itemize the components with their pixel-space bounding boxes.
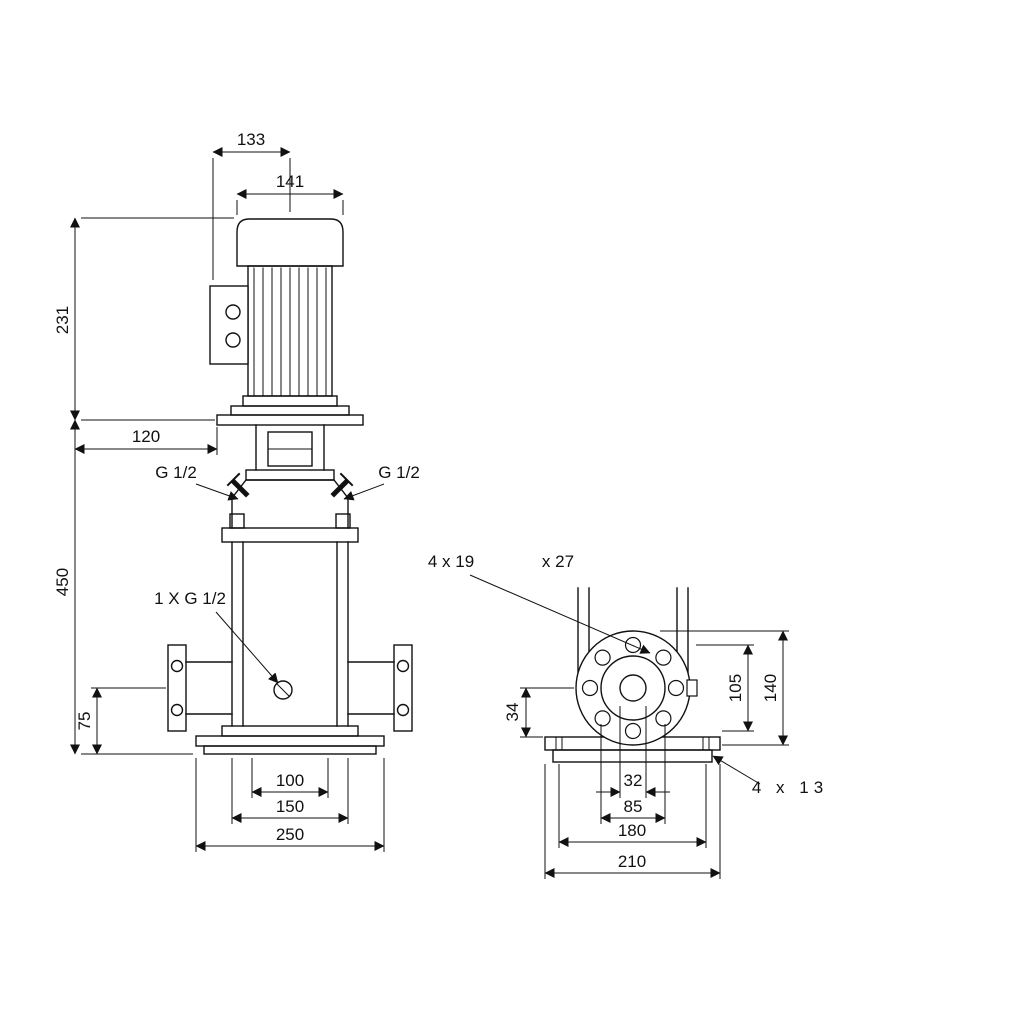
side-column (577, 587, 689, 691)
pump-head (231, 479, 349, 529)
flange-bolt-hole (396, 659, 410, 673)
leader-base-holes (712, 755, 761, 785)
dim-label-150: 150 (276, 797, 304, 816)
side-plug-tab (686, 679, 698, 697)
motor-flange-step2 (230, 405, 350, 416)
side-view-pump-outline (544, 587, 721, 763)
ext-lines-141 (236, 200, 344, 215)
ext-lines-32 (619, 706, 647, 798)
motor-fins (253, 267, 327, 397)
dim-label-231: 231 (53, 306, 72, 334)
dim-label-133: 133 (237, 130, 265, 149)
bolt-hole (594, 710, 611, 727)
bolt-hole (667, 679, 685, 697)
dim-label-180: 180 (618, 821, 646, 840)
side-view-dimensions (469, 574, 789, 879)
bolt-hole (594, 649, 611, 666)
gauge-plug-left (230, 478, 250, 498)
dim-label-105: 105 (726, 674, 745, 702)
lantern-sides (255, 424, 325, 471)
bolt-hole (624, 722, 642, 740)
ext-lines-250 (195, 758, 385, 852)
port-flange-left (167, 644, 187, 732)
dim-label-450: 450 (53, 568, 72, 596)
side-base-foot (552, 749, 713, 763)
label-g12-right: G 1/2 (378, 463, 420, 482)
port-neck-left (185, 661, 233, 715)
motor-flange-step1 (242, 395, 338, 407)
bolt-hole (655, 649, 672, 666)
side-base-hole-right (702, 737, 710, 750)
bolt-hole (655, 710, 672, 727)
dim-label-120: 120 (132, 427, 160, 446)
front-view-pump-outline (167, 218, 413, 755)
chamber-bottom-flange (221, 725, 359, 737)
leader-flange-holes (469, 574, 651, 654)
front-view-labels: 133 141 231 450 120 G 1/2 G 1/2 1 X G 1/… (53, 130, 420, 844)
gauge-plug-left-head (226, 472, 241, 487)
side-base-hole-left (555, 737, 563, 750)
motor-cap (236, 218, 344, 267)
label-drain-port: 1 X G 1/2 (154, 589, 226, 608)
ext-lines-140 (660, 630, 789, 746)
port-flange-right (393, 644, 413, 732)
dim-label-85: 85 (624, 797, 643, 816)
ext-lines-210 (544, 764, 721, 879)
flange-raised-face (600, 655, 666, 721)
cable-entry-bottom (225, 332, 241, 348)
label-base-holes: 4 x 13 (752, 778, 828, 797)
dim-label-210: 210 (618, 852, 646, 871)
head-flange (221, 527, 359, 543)
flange-outer-circle (575, 630, 691, 746)
flange-bolt-hole (396, 703, 410, 717)
dim-label-140: 140 (761, 674, 780, 702)
dim-label-34: 34 (503, 703, 522, 722)
flange-bolt-hole (170, 659, 184, 673)
drain-plug-slot (276, 683, 290, 697)
label-flange-holes-depth: x 27 (542, 552, 574, 571)
gauge-plug-right (330, 478, 350, 498)
staybolt-nut-left (229, 513, 245, 529)
dim-label-75: 75 (75, 712, 94, 731)
leader-g12-right (343, 483, 385, 501)
flange-bore (619, 674, 647, 702)
ext-lines-180 (558, 764, 707, 848)
base-foot (203, 745, 377, 755)
port-neck-right (347, 661, 395, 715)
front-view-dimensions (70, 147, 385, 852)
dim-label-250: 250 (276, 825, 304, 844)
leader-g12-left (195, 483, 239, 501)
flange-bolt-holes (581, 636, 685, 740)
ext-lines-34 (520, 687, 574, 738)
flange-bolt-hole (170, 703, 184, 717)
ext-lines-85 (600, 724, 666, 824)
staybolt-nut-right (335, 513, 351, 529)
base-plate (195, 735, 385, 747)
label-flange-holes: 4 x 19 (428, 552, 474, 571)
dim-label-141: 141 (276, 172, 304, 191)
motor-stool-plate (216, 414, 364, 426)
ext-lines-105 (696, 644, 754, 732)
gauge-plug-right-head (339, 472, 354, 487)
dim-label-32: 32 (624, 771, 643, 790)
terminal-box (209, 285, 249, 365)
leader-drain (215, 611, 279, 684)
label-g12-left: G 1/2 (155, 463, 197, 482)
dim-label-100: 100 (276, 771, 304, 790)
cable-entry-top (225, 304, 241, 320)
bolt-hole (581, 679, 599, 697)
lantern-base (245, 469, 335, 481)
ext-lines-133 (212, 158, 291, 280)
chamber-cylinder (231, 541, 349, 727)
side-view-labels: 4 x 19 x 27 34 105 140 32 85 180 210 4 x… (428, 552, 828, 871)
